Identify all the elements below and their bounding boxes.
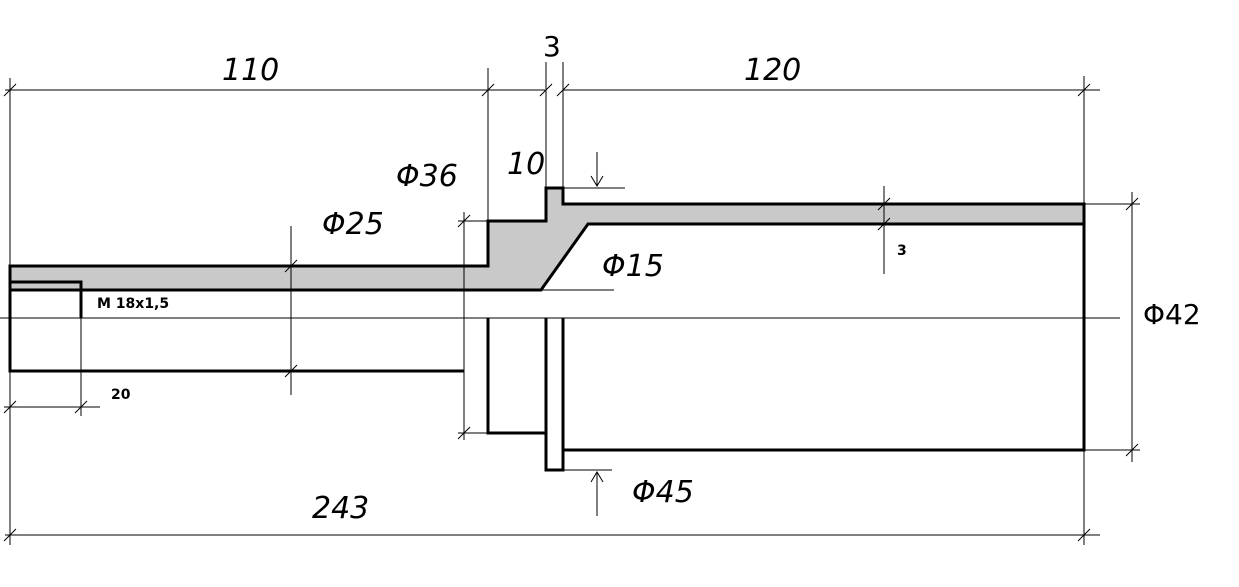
dimension-phi45: Φ45 (563, 469, 694, 516)
dimension-120: 120 (563, 53, 1100, 204)
lower-step-36 (486, 318, 546, 435)
dimension-3-collar: 3 (539, 30, 570, 188)
dimension-243: 243 (3, 416, 1100, 545)
dimension-110: 110 (3, 53, 545, 266)
dimension-phi15: Φ15 (541, 249, 664, 291)
dimension-10: 10 (507, 147, 625, 189)
lower-outline-left (8, 290, 464, 373)
dimension-phi42: Φ42 (1084, 192, 1201, 462)
dimension-20: 20 (3, 318, 131, 416)
dim-label-20: 20 (111, 387, 131, 403)
dim-label-120: 120 (744, 53, 801, 88)
dim-label-phi36: Φ36 (396, 159, 458, 194)
dim-label-3-collar: 3 (543, 30, 561, 63)
dim-label-10: 10 (507, 147, 545, 182)
dim-label-phi15: Φ15 (602, 249, 664, 284)
dimension-3-wall: 3 (877, 186, 907, 274)
thread-outline (10, 280, 83, 318)
dim-label-243: 243 (312, 491, 369, 526)
lower-collar (544, 318, 565, 472)
dim-label-phi42: Φ42 (1143, 298, 1201, 331)
dimension-phi36: Φ36 (396, 159, 488, 440)
dim-label-phi45: Φ45 (632, 475, 694, 510)
part-section (8, 186, 1086, 472)
dimension-phi25: Φ25 (284, 207, 384, 395)
dim-label-3-wall: 3 (897, 243, 907, 259)
dim-label-phi25: Φ25 (322, 207, 384, 242)
thread-label: M 18x1,5 (97, 296, 169, 312)
section-hatch (8, 186, 1086, 292)
dim-label-110: 110 (222, 53, 279, 88)
